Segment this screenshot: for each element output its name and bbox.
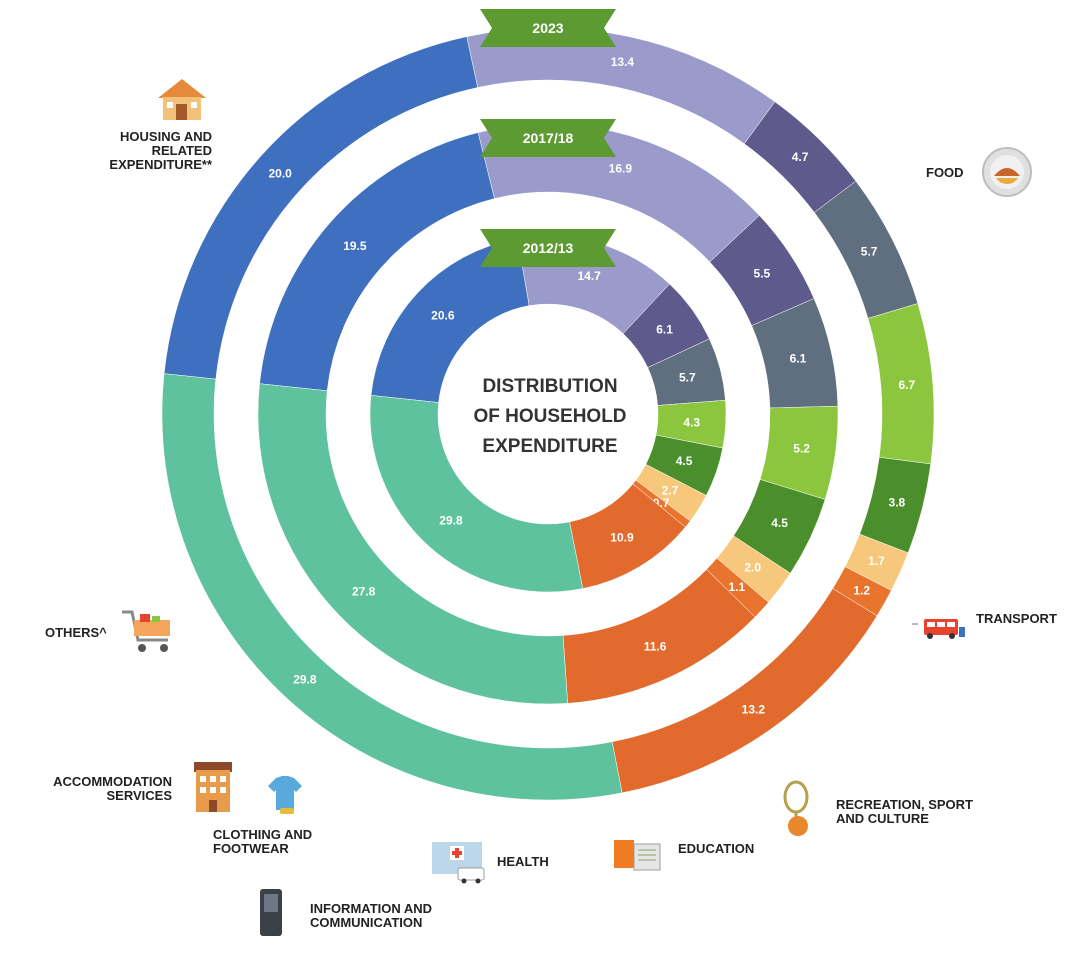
value-label-2023-0: 20.0 bbox=[268, 166, 292, 180]
slice-2023-9 bbox=[161, 373, 623, 801]
value-label-2017-18-1: 16.9 bbox=[609, 161, 633, 175]
value-label-2023-4: 6.7 bbox=[898, 378, 915, 392]
value-label-2023-1: 13.4 bbox=[611, 55, 635, 69]
shopping-cart-icon bbox=[122, 610, 170, 652]
value-label-2012-13-5: 4.5 bbox=[676, 454, 693, 468]
value-label-2017-18-6: 2.0 bbox=[744, 561, 761, 575]
value-label-2017-18-9: 27.8 bbox=[352, 585, 376, 599]
value-label-2017-18-0: 19.5 bbox=[343, 239, 367, 253]
value-label-2012-13-4: 4.3 bbox=[683, 415, 700, 429]
value-label-2012-13-3: 5.7 bbox=[679, 370, 696, 384]
year-banner-2017-18: 2017/18 bbox=[480, 119, 616, 157]
label-accommodation: ACCOMMODATION SERVICES bbox=[53, 774, 172, 803]
label-food: FOOD bbox=[926, 165, 964, 180]
tennis-racket-icon bbox=[783, 780, 809, 836]
slice-2017-18-9 bbox=[257, 383, 568, 705]
value-label-2012-13-2: 6.1 bbox=[656, 322, 673, 336]
label-recreation: RECREATION, SPORT AND CULTURE bbox=[836, 797, 973, 826]
value-label-2023-8: 13.2 bbox=[742, 703, 766, 717]
value-label-2012-13-1: 14.7 bbox=[578, 269, 602, 283]
year-label: 2012/13 bbox=[523, 240, 574, 256]
slice-2017-18-8 bbox=[562, 569, 756, 704]
label-transport: TRANSPORT bbox=[976, 611, 1057, 626]
slice-2012-13-9 bbox=[369, 395, 584, 593]
value-label-2023-2: 4.7 bbox=[792, 150, 809, 164]
hotel-icon bbox=[194, 762, 232, 812]
value-label-2023-3: 5.7 bbox=[861, 244, 878, 258]
label-housing: HOUSING AND RELATED EXPENDITURE** bbox=[109, 129, 212, 172]
value-label-2017-18-3: 6.1 bbox=[790, 352, 807, 366]
year-banner-2023: 2023 bbox=[480, 9, 616, 47]
value-label-2012-13-6: 2.7 bbox=[662, 484, 679, 498]
value-label-2012-13-8: 10.9 bbox=[610, 531, 634, 545]
value-label-2023-6: 1.7 bbox=[868, 554, 885, 568]
value-label-2017-18-5: 4.5 bbox=[771, 516, 788, 530]
value-label-2023-5: 3.8 bbox=[889, 496, 906, 510]
year-label: 2017/18 bbox=[523, 130, 574, 146]
label-clothing: CLOTHING AND FOOTWEAR bbox=[213, 827, 313, 856]
shirt-icon bbox=[268, 776, 302, 814]
label-info: INFORMATION AND COMMUNICATION bbox=[310, 901, 433, 930]
value-label-2012-13-0: 20.6 bbox=[431, 309, 455, 323]
value-label-2023-7: 1.2 bbox=[853, 583, 870, 597]
mobile-phone-icon bbox=[260, 889, 282, 936]
label-education: EDUCATION bbox=[678, 841, 755, 856]
books-icon bbox=[614, 840, 661, 871]
year-label: 2023 bbox=[532, 20, 563, 36]
label-others: OTHERS^ bbox=[45, 625, 107, 640]
value-label-2017-18-7: 1.1 bbox=[728, 580, 745, 594]
bus-icon bbox=[912, 619, 965, 639]
house-icon bbox=[158, 79, 206, 120]
value-label-2017-18-2: 5.5 bbox=[754, 266, 771, 280]
value-label-2012-13-9: 29.8 bbox=[439, 513, 463, 527]
hospital-ambulance-icon bbox=[432, 842, 485, 884]
value-label-2017-18-8: 11.6 bbox=[644, 640, 667, 654]
year-banner-2012-13: 2012/13 bbox=[480, 229, 616, 267]
food-plate-icon bbox=[982, 147, 1032, 197]
value-label-2017-18-4: 5.2 bbox=[793, 442, 810, 456]
value-label-2023-9: 29.8 bbox=[293, 673, 317, 687]
chart-title: DISTRIBUTION OF HOUSEHOLD EXPENDITURE bbox=[473, 376, 627, 457]
label-health: HEALTH bbox=[497, 854, 549, 869]
